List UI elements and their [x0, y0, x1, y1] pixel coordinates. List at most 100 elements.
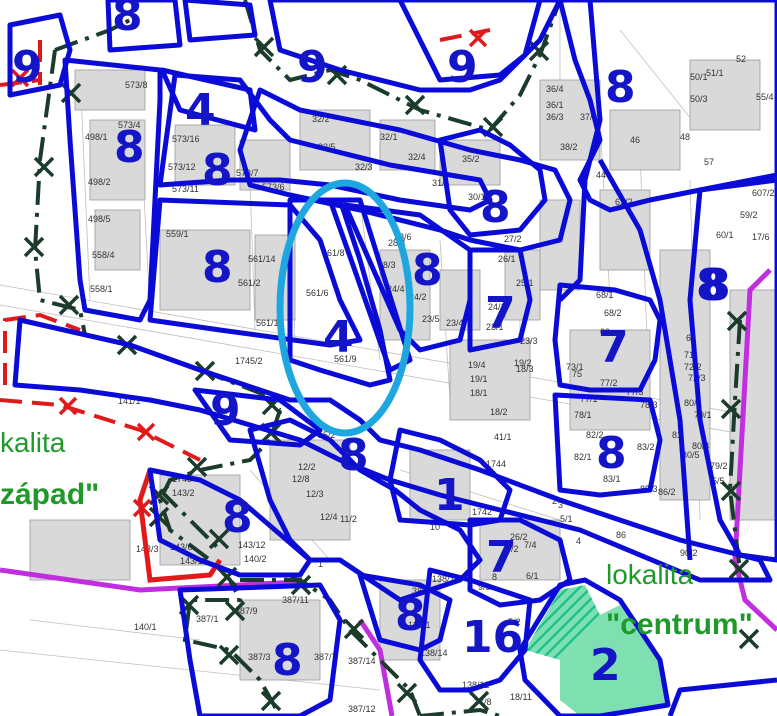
parcel-label: 138/13 — [432, 574, 460, 584]
parcel-label: 18/3 — [516, 364, 534, 374]
zone-label-z8g: 8 — [412, 245, 443, 296]
parcel-label: 82/1 — [574, 452, 592, 462]
parcel-label: 69 — [600, 327, 610, 337]
parcel-label: 561/12 — [256, 318, 284, 328]
parcel-label: 1 — [318, 559, 323, 569]
parcel-label: 36/3 — [546, 112, 564, 122]
parcel-label: 79/2 — [710, 461, 728, 471]
parcel-label: 18/2 — [490, 407, 508, 417]
parcel-label: 80/1 — [684, 398, 702, 408]
parcel-label: 51/1 — [706, 68, 724, 78]
parcel-label: 573/12 — [168, 162, 196, 172]
locality-center-line1: lokalita — [606, 559, 694, 590]
parcel-label: 5/5 — [712, 476, 725, 486]
parcel-label: 52 — [736, 54, 746, 64]
zone-label-z4a: 4 — [185, 85, 216, 136]
parcel-label: 143/12 — [238, 540, 266, 550]
parcel-label: 32/1 — [380, 132, 398, 142]
zone-label-z8e: 8 — [202, 242, 233, 293]
parcel-label: 46 — [630, 135, 640, 145]
red-dashed-boundary — [0, 28, 491, 462]
parcel-label: 387/3 — [248, 652, 271, 662]
parcel-label: 80/4 — [692, 441, 710, 451]
parcel-label: 18/11 — [510, 692, 532, 702]
parcel-label: 24/2 — [409, 292, 427, 302]
parcel-label: 15/2 — [318, 430, 336, 440]
parcel-label: 5/1 — [560, 514, 573, 524]
parcel-label: 138/14 — [420, 648, 448, 658]
parcel-label: 23/1 — [486, 322, 504, 332]
parcel-label: 83/1 — [603, 474, 621, 484]
magenta-boundary — [0, 268, 777, 716]
zone-label-z8k: 8 — [338, 430, 369, 481]
parcel-label: 24/1 — [488, 302, 506, 312]
parcel-label: 23/3 — [520, 336, 538, 346]
parcel-label: 12/8 — [292, 474, 310, 484]
parcel-label: 19/2 — [514, 358, 532, 368]
parcel-label: 28/6 — [394, 232, 412, 242]
parcel-label: 59/2 — [740, 210, 758, 220]
zone-label-z9d: 9 — [210, 385, 241, 436]
parcel-label: 12/2 — [298, 462, 316, 472]
zone-label-z8a: 8 — [112, 0, 143, 41]
parcel-label: 60/1 — [716, 230, 734, 240]
zone-label-z9b: 9 — [297, 42, 328, 93]
parcel-label: 32/2 — [312, 114, 330, 124]
parcel-label: 498/5 — [88, 214, 111, 224]
locality-west-line1: kalita — [0, 427, 66, 458]
parcel-label: 12/3 — [306, 489, 324, 499]
parcel-label: 23/4 — [446, 318, 464, 328]
parcel-label: 138/1 — [408, 620, 431, 630]
red-solid-boundary — [137, 469, 223, 583]
locality-west-line2: západ" — [0, 478, 99, 511]
parcel-label: 573/6 — [262, 182, 285, 192]
parcel-label: 26/2 — [510, 532, 528, 542]
parcel-label: 4 — [576, 536, 581, 546]
parcel-label: 561/2 — [238, 278, 261, 288]
parcel-label: 28/4 — [388, 238, 406, 248]
parcel-label: 28/3 — [378, 260, 396, 270]
parcel-label: 35/2 — [462, 154, 480, 164]
parcel-label: 11/2 — [340, 514, 357, 524]
parcel-label: 68/1 — [596, 290, 614, 300]
zone-label-z8d: 8 — [202, 145, 233, 196]
parcel-label: 24/4 — [387, 284, 405, 294]
parcel-label: 387/1 — [196, 614, 219, 624]
zone-label-z8m: 8 — [272, 635, 303, 686]
parcel-label: 36/4 — [546, 84, 564, 94]
parcel-label: 37/8 — [474, 697, 492, 707]
parcel-label: 31/1 — [432, 178, 450, 188]
parcel-label: 561/14 — [248, 254, 276, 264]
parcel-label: 68/2 — [604, 308, 622, 318]
parcel-label: 27/2 — [504, 234, 522, 244]
parcel-label: 498/2 — [88, 177, 111, 187]
parcel-label: 50/3 — [690, 94, 708, 104]
locality-center-line2: "centrum" — [606, 608, 753, 641]
parcel-label: 86 — [616, 530, 626, 540]
parcel-label: 32/4 — [408, 152, 426, 162]
parcel-label: 30/1 — [468, 192, 486, 202]
parcel-label: 1744 — [486, 459, 506, 469]
parcel-label: 6/1 — [526, 571, 539, 581]
parcel-label: 5/2 — [508, 617, 521, 627]
zone-label-z1: 1 — [434, 470, 465, 521]
parcel-label: 138/12 — [462, 680, 490, 690]
parcel-label: 82/2 — [586, 430, 604, 440]
parcel-label: 7/2 — [506, 544, 519, 554]
parcel-label: 78/1 — [574, 410, 592, 420]
parcel-label: 50/1 — [690, 72, 708, 82]
zone-label-z8b: 8 — [605, 62, 636, 113]
parcel-label: 607/2 — [752, 188, 775, 198]
zone-label-z7c: 7 — [486, 532, 517, 583]
zone-label-z9a: 9 — [12, 42, 43, 93]
parcel-label: 18/1 — [470, 388, 488, 398]
parcel-label: 559/1 — [166, 229, 189, 239]
parcel-label: 143/11 — [180, 556, 207, 566]
parcel-label: 17/6 — [752, 232, 770, 242]
parcel-label: 44 — [596, 170, 606, 180]
parcel-label: 72/2 — [684, 362, 702, 372]
parcel-label: 2 — [552, 496, 557, 506]
parcel-label: 19/1 — [470, 374, 488, 384]
